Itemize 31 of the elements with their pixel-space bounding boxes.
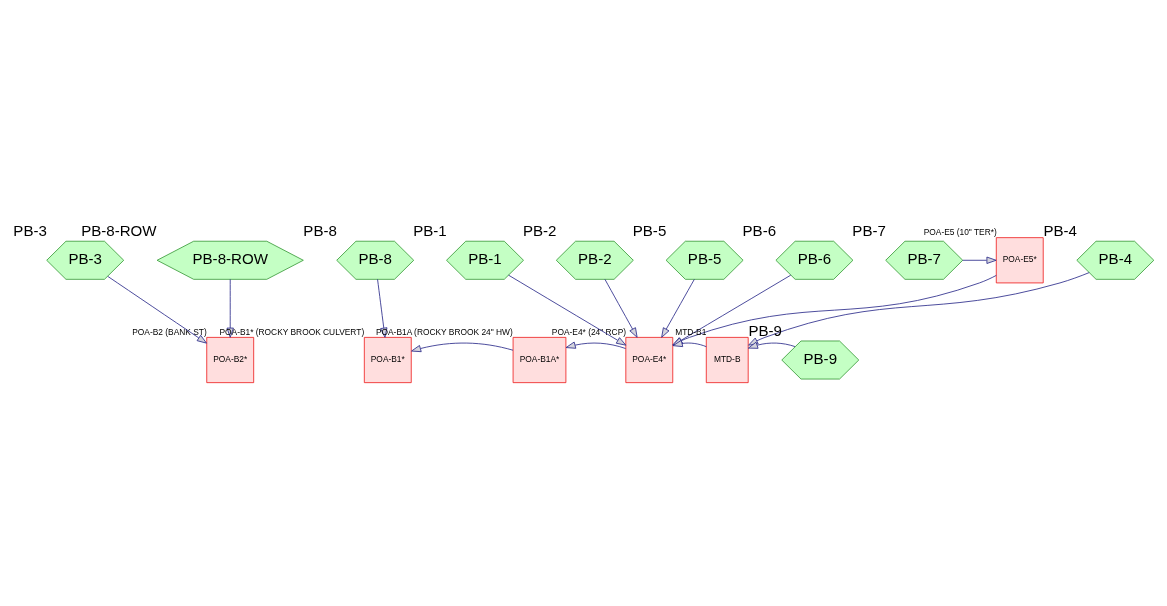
node-label: PB-2: [522, 221, 557, 239]
node-box: POA-B1A*: [512, 336, 567, 383]
arrow: [107, 275, 207, 344]
node-label: PB-3: [13, 221, 47, 239]
node-box: POA-B2*: [206, 336, 255, 383]
node-label: PB-5: [632, 221, 667, 239]
node-box: MTD-B: [705, 336, 749, 383]
arrow: [748, 271, 1090, 346]
arrow: [508, 274, 627, 346]
arrow: [661, 278, 695, 338]
arrow: [962, 256, 997, 264]
node-box: POA-E4*: [625, 336, 674, 383]
node-label: POA-B1* (ROCKY BROOK CULVERT): [219, 326, 365, 337]
node-label: PB-8: [303, 221, 337, 239]
node-label: POA-E5 (10" TER*): [923, 226, 997, 237]
node-label: PB-8-ROW: [81, 221, 157, 239]
node-label: POA-B1A (ROCKY BROOK 24" HW): [375, 326, 513, 337]
node-label: POA-B2 (BANK ST): [132, 326, 207, 337]
arrow: [604, 278, 638, 338]
arrow: [411, 342, 514, 352]
node-label: POA-E4* (24" RCP): [551, 326, 627, 337]
node-label: PB-6: [742, 221, 777, 239]
arrow: [565, 341, 626, 349]
node-box: POA-B1*: [363, 336, 412, 383]
node-label: PB-9: [748, 321, 782, 339]
node-label: PB-1: [413, 221, 447, 239]
node-box: POA-E5*: [995, 236, 1044, 283]
node-label: PB-7: [852, 221, 886, 239]
node-label: PB-4: [1043, 221, 1077, 239]
arrow: [747, 341, 796, 349]
node-label: MTD-B1: [675, 326, 707, 337]
